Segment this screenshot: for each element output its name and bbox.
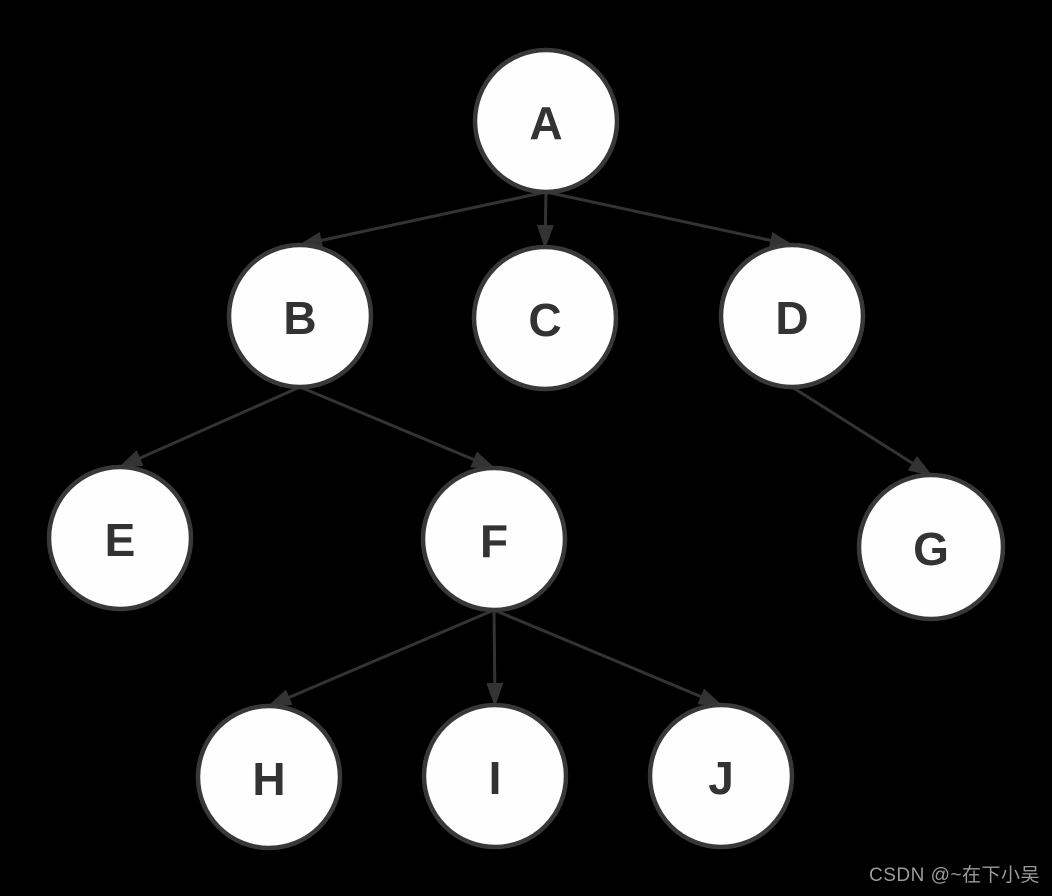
node-circle-C xyxy=(471,244,619,392)
tree-node-G: G xyxy=(856,472,1006,622)
edge-F-J xyxy=(493,608,723,707)
node-circle-B xyxy=(226,242,374,390)
node-circle-E xyxy=(46,464,194,612)
edge-A-D xyxy=(545,190,794,249)
node-label-G: G xyxy=(913,523,949,575)
tree-node-C: C xyxy=(471,244,619,392)
node-circle-F xyxy=(420,465,568,613)
node-circle-G xyxy=(856,472,1006,622)
node-label-F: F xyxy=(480,515,508,567)
node-circle-D xyxy=(718,242,866,390)
node-circle-I xyxy=(421,702,569,850)
node-label-E: E xyxy=(105,514,136,566)
edge-A-B xyxy=(298,190,547,249)
node-label-I: I xyxy=(489,752,502,804)
edge-F-I xyxy=(486,609,504,707)
edge-A-C xyxy=(536,191,554,249)
edge-B-E xyxy=(118,385,301,469)
node-label-H: H xyxy=(252,753,285,805)
edge-B-F xyxy=(299,385,496,470)
node-circle-A xyxy=(472,47,620,195)
edge-D-G xyxy=(791,385,933,477)
node-label-B: B xyxy=(283,292,316,344)
node-label-J: J xyxy=(708,752,734,804)
edge-F-H xyxy=(267,608,495,708)
node-circle-J xyxy=(647,702,795,850)
tree-node-A: A xyxy=(472,47,620,195)
tree-node-F: F xyxy=(420,465,568,613)
tree-node-H: H xyxy=(195,703,343,851)
watermark-text: CSDN @~在下小吴 xyxy=(869,865,1040,886)
tree-node-E: E xyxy=(46,464,194,612)
node-circle-H xyxy=(195,703,343,851)
tree-node-J: J xyxy=(647,702,795,850)
node-label-D: D xyxy=(775,292,808,344)
node-label-A: A xyxy=(529,97,562,149)
node-label-C: C xyxy=(528,294,561,346)
tree-node-D: D xyxy=(718,242,866,390)
tree-node-B: B xyxy=(226,242,374,390)
tree-node-I: I xyxy=(421,702,569,850)
